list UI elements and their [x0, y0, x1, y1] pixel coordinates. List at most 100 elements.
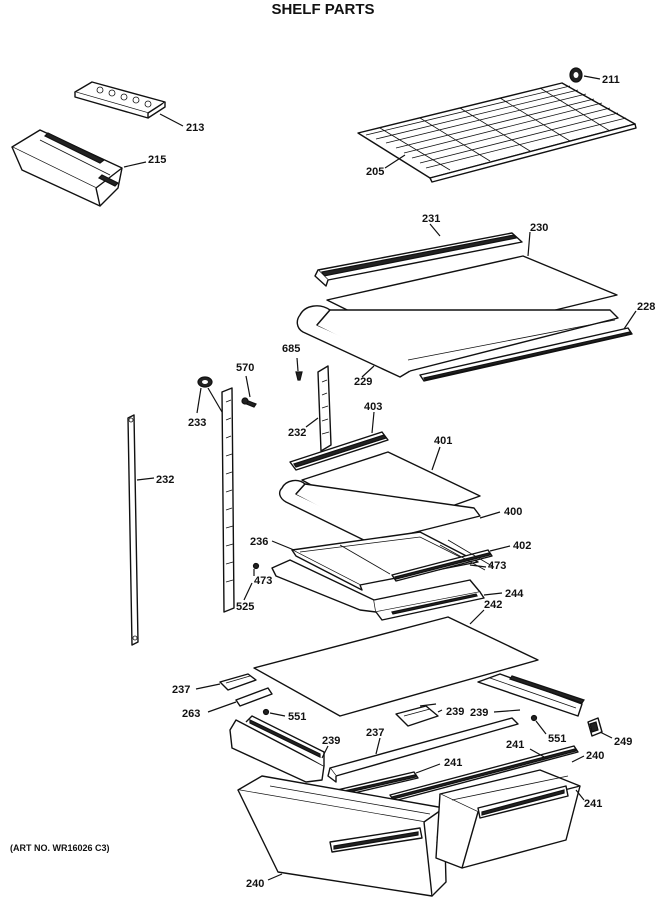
crisper-pan-right [435, 769, 581, 869]
shelf-trim-403 [289, 431, 389, 471]
bushing-233 [197, 376, 213, 388]
callout-241b: 241 [506, 739, 524, 751]
callout-401: 401 [434, 435, 452, 447]
leader-237a [195, 683, 221, 690]
bracket-263 [235, 687, 273, 707]
callout-236: 236 [250, 536, 268, 548]
shelf-rail-left [127, 414, 139, 646]
callout-229: 229 [354, 376, 372, 388]
callout-241a: 241 [444, 757, 462, 769]
leader-228 [623, 310, 637, 330]
leader-237b [375, 737, 381, 755]
leader-239b1 [419, 703, 437, 707]
shelf-rail-short [317, 365, 332, 452]
callout-402: 402 [513, 540, 531, 552]
leader-551b [535, 720, 547, 735]
leader-211 [583, 75, 601, 80]
leader-232b [136, 477, 155, 481]
page-title: SHELF PARTS [271, 1, 374, 18]
bracket-237-center [327, 717, 519, 783]
rail-239-right [477, 673, 585, 717]
callout-400: 400 [504, 506, 522, 518]
leader-231 [429, 223, 441, 237]
shelf-rail-long [221, 387, 235, 613]
leader-570 [245, 375, 251, 398]
wire-shelf [357, 82, 637, 183]
leader-241b [529, 748, 547, 759]
callout-473b: 473 [488, 560, 506, 572]
callout-240a: 240 [246, 878, 264, 890]
callout-239a: 239 [322, 735, 340, 747]
leader-249 [599, 731, 613, 739]
leader-263 [207, 701, 237, 713]
shelf-trim-228 [419, 327, 633, 382]
art-number: (ART NO. WR16026 C3) [10, 843, 110, 853]
callout-233: 233 [188, 417, 206, 429]
callout-249: 249 [614, 736, 632, 748]
leader-551a [269, 712, 286, 717]
callout-241d: 241 [584, 798, 602, 810]
callout-213: 213 [186, 122, 204, 134]
shelf-frame-229 [296, 305, 619, 378]
shelf-frame-400 [278, 479, 481, 546]
leader-473b [469, 564, 487, 568]
callout-232a: 232 [288, 427, 306, 439]
leader-403 [371, 411, 375, 434]
screw-551-left [262, 708, 270, 716]
callout-230: 230 [530, 222, 548, 234]
slide-out-shelf-236 [291, 531, 479, 591]
bracket-237-left [219, 673, 257, 691]
leader-241a [415, 763, 441, 774]
callout-232b: 232 [156, 474, 174, 486]
leader-241d [575, 789, 585, 801]
callout-240b: 240 [586, 750, 604, 762]
leader-239c [493, 709, 521, 713]
callout-403: 403 [364, 401, 382, 413]
callout-570: 570 [236, 362, 254, 374]
callout-239b: 239 [446, 706, 464, 718]
leader-685 [296, 357, 299, 372]
callout-473a: 473 [254, 575, 272, 587]
bracket-239-center [395, 705, 439, 727]
callout-211: 211 [602, 74, 620, 86]
callout-228: 228 [637, 301, 655, 313]
leader-236 [271, 540, 295, 551]
leader-233b [207, 387, 223, 413]
callout-215: 215 [148, 154, 166, 166]
leader-233a [196, 387, 202, 414]
callout-237a: 237 [172, 684, 190, 696]
callout-685: 685 [282, 343, 300, 355]
leader-230 [527, 231, 531, 257]
callout-205: 205 [366, 166, 384, 178]
leader-244 [483, 592, 503, 596]
callout-231: 231 [422, 213, 440, 225]
clip-249 [587, 717, 603, 737]
butter-bin [11, 129, 123, 207]
leader-239b2 [437, 709, 443, 713]
callout-263: 263 [182, 708, 200, 720]
crisper-cover-242 [253, 616, 539, 717]
leader-242 [469, 609, 485, 625]
slide-frame-244 [271, 539, 493, 621]
callout-237b: 237 [366, 727, 384, 739]
leader-239a [321, 745, 329, 759]
callout-244: 244 [505, 588, 524, 600]
leader-215 [123, 161, 147, 168]
shelf-trim-231 [314, 232, 523, 287]
leader-240a [267, 873, 283, 881]
leader-240b [571, 755, 585, 763]
callout-551b: 551 [548, 733, 566, 745]
callout-242: 242 [484, 599, 502, 611]
leader-401 [431, 446, 441, 471]
screw-570 [241, 397, 257, 408]
clip-473 [252, 562, 260, 570]
egg-tray [74, 81, 166, 119]
callout-239c: 239 [470, 707, 488, 719]
leader-229 [361, 365, 375, 378]
leader-525 [243, 582, 253, 601]
leader-213 [159, 113, 184, 127]
leader-232a [305, 417, 319, 428]
callout-551a: 551 [288, 711, 306, 723]
leader-400 [479, 511, 501, 519]
